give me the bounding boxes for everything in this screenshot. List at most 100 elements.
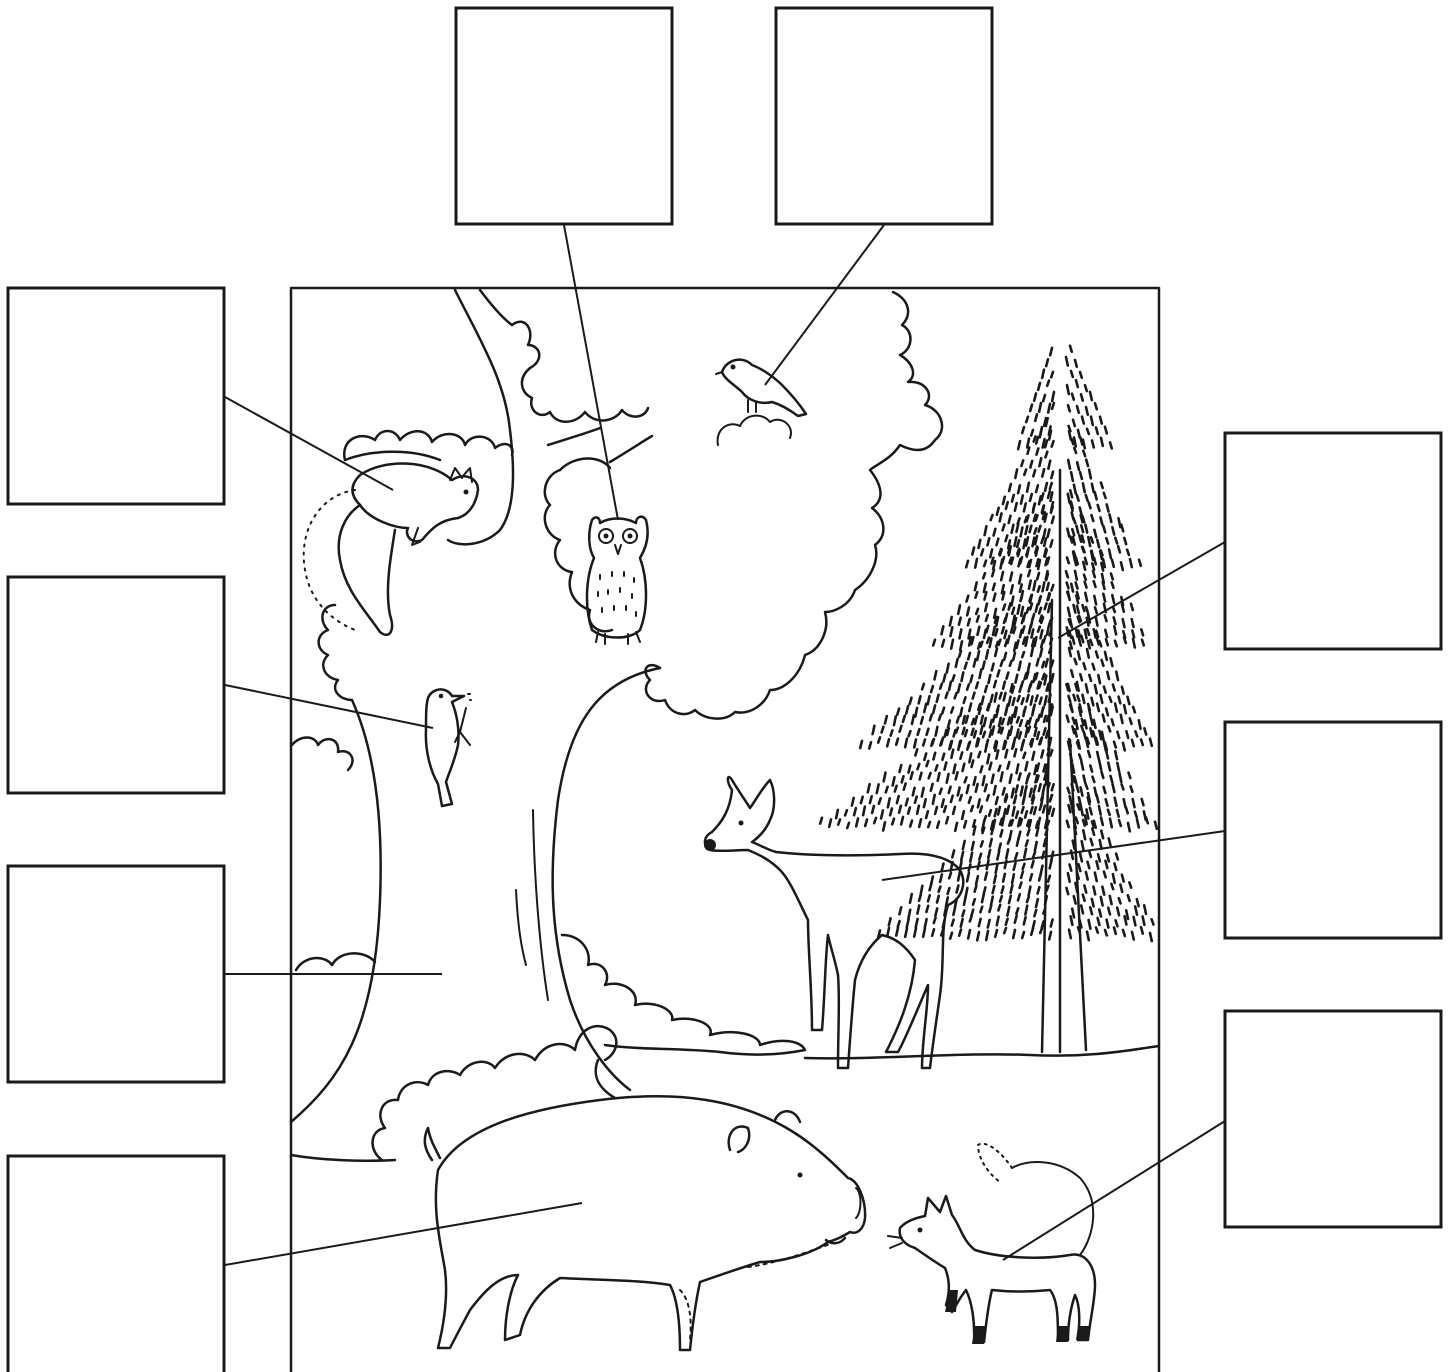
spruce-needle <box>1040 928 1042 933</box>
spruce-needle <box>1075 729 1077 736</box>
spruce-needle <box>939 887 941 892</box>
spruce-needle <box>1107 855 1109 862</box>
spruce-needle <box>1096 631 1098 637</box>
spruce-needle <box>1011 684 1013 691</box>
spruce-needle <box>1132 631 1134 638</box>
spruce-needle <box>1111 658 1113 666</box>
spruce-needle <box>1075 659 1077 664</box>
label-box-cat[interactable] <box>1225 1011 1441 1227</box>
spruce-needle <box>1091 718 1093 725</box>
spruce-needle <box>1078 804 1080 809</box>
spruce-needle <box>1043 674 1045 679</box>
spruce-needle <box>924 754 926 760</box>
spruce-needle <box>960 752 962 758</box>
spruce-needle <box>960 641 962 650</box>
spruce-needle <box>987 755 989 764</box>
spruce-needle <box>1067 583 1069 589</box>
spruce-needle <box>1051 472 1053 479</box>
spruce-needle <box>899 806 901 813</box>
spruce-needle <box>1031 929 1033 935</box>
spruce-needle <box>1109 838 1111 845</box>
spruce-needle <box>1099 806 1101 815</box>
spruce-needle <box>1110 514 1112 522</box>
spruce-needle <box>1107 672 1109 679</box>
spruce-needle <box>1087 429 1089 434</box>
spruce-needle <box>1014 749 1016 756</box>
spruce-needle <box>1044 773 1046 780</box>
spruce-needle <box>1092 563 1094 569</box>
spruce-needle <box>1004 693 1006 700</box>
spruce-needle <box>922 788 924 797</box>
spruce-needle <box>1019 575 1021 584</box>
spruce-needle <box>1086 684 1088 692</box>
spruce-needle <box>989 906 991 912</box>
spruce-needle <box>974 777 976 785</box>
spruce-needle <box>958 605 960 614</box>
label-box-owl[interactable] <box>456 8 672 224</box>
spruce-needle <box>982 697 984 705</box>
spruce-needle <box>903 716 905 722</box>
label-box-woodpecker[interactable] <box>8 577 224 793</box>
spruce-needle <box>1101 563 1103 571</box>
spruce-needle <box>1071 916 1073 925</box>
spruce-needle <box>1018 441 1020 449</box>
spruce-needle <box>1126 910 1128 919</box>
spruce-needle <box>1008 636 1010 643</box>
spruce-needle <box>1146 817 1148 823</box>
spruce-needle <box>1033 504 1035 510</box>
spruce-needle <box>1085 720 1087 728</box>
spruce-needle <box>1094 581 1096 587</box>
spruce-needle <box>1079 535 1081 541</box>
spruce-needle <box>1022 652 1024 657</box>
spruce-needle <box>1082 417 1084 424</box>
spruce-needle <box>983 662 985 669</box>
spruce-needle <box>1133 639 1135 648</box>
spruce-needle <box>1021 787 1023 796</box>
spruce-needle <box>852 798 854 806</box>
spruce-needle <box>1094 629 1096 637</box>
spruce-needle <box>1139 720 1141 728</box>
spruce-needle <box>1031 430 1033 436</box>
spruce-needle <box>896 739 898 745</box>
spruce-needle <box>1115 751 1117 759</box>
spruce-needle <box>1072 394 1074 400</box>
label-box-squirrel[interactable] <box>8 288 224 504</box>
spruce-needle <box>1069 426 1071 431</box>
spruce-needle <box>1038 682 1040 689</box>
spruce-needle <box>963 716 965 723</box>
spruce-needle <box>1039 458 1041 466</box>
spruce-needle <box>1045 676 1047 685</box>
spruce-needle <box>1050 348 1052 355</box>
spruce-needle <box>1103 582 1105 589</box>
spruce-needle <box>1030 595 1032 603</box>
label-box-deer[interactable] <box>1225 722 1441 938</box>
label-box-oak[interactable] <box>8 866 224 1082</box>
spruce-needle <box>1032 861 1034 867</box>
label-box-boar[interactable] <box>8 1156 224 1372</box>
spruce-needle <box>1093 777 1095 782</box>
spruce-needle <box>884 773 886 782</box>
spruce-needle <box>906 706 908 714</box>
label-box-spruce[interactable] <box>1225 433 1441 649</box>
spruce-needle <box>917 806 919 814</box>
spruce-needle <box>1023 613 1025 621</box>
spruce-needle <box>1083 547 1085 552</box>
label-box-tit[interactable] <box>776 8 992 224</box>
spruce-needle <box>1079 755 1081 760</box>
spruce-needle <box>1034 394 1036 401</box>
spruce-needle <box>984 718 986 726</box>
spruce-needle <box>1003 788 1005 794</box>
spruce-needle <box>976 784 978 792</box>
spruce-needle <box>1131 786 1133 792</box>
spruce-needle <box>991 897 993 905</box>
spruce-needle <box>1080 507 1082 514</box>
spruce-needle <box>988 850 990 858</box>
spruce-needle <box>993 627 995 635</box>
spruce-needle <box>1026 417 1028 422</box>
spruce-needle <box>1007 907 1009 916</box>
spruce-needle <box>1074 896 1076 903</box>
woodpecker <box>426 689 471 806</box>
spruce-needle <box>1104 872 1106 878</box>
spruce-needle <box>1044 636 1046 642</box>
spruce-needle <box>1083 830 1085 839</box>
